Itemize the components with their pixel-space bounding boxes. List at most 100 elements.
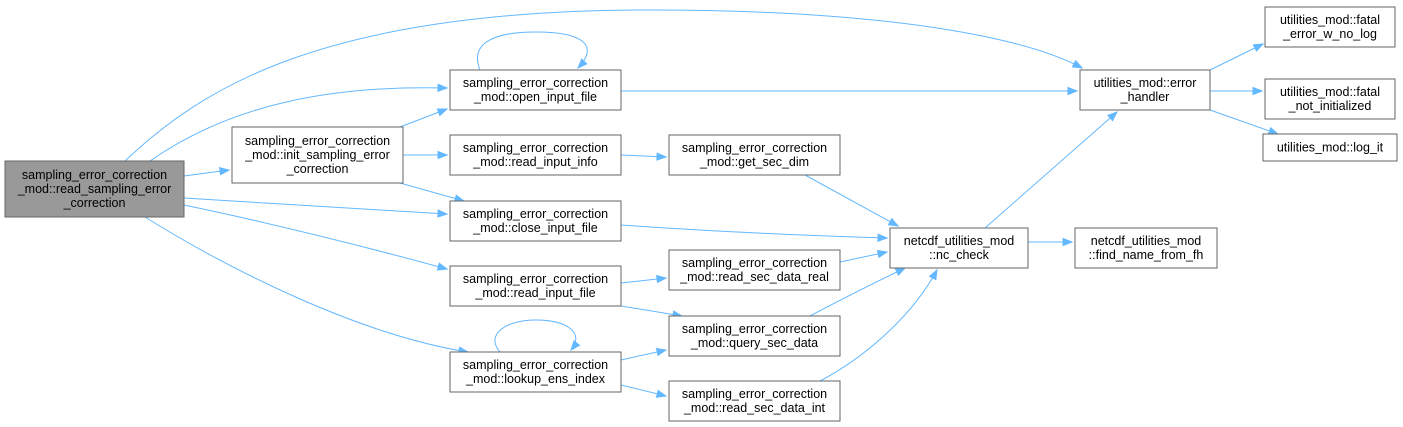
node-box	[449, 200, 622, 242]
arrowhead	[577, 58, 588, 69]
node-close-input-file[interactable]: sampling_error_correction_mod::close_inp…	[449, 200, 622, 242]
edge-line	[1209, 43, 1264, 71]
arrowhead	[876, 249, 889, 259]
node-nc-check[interactable]: netcdf_utilities_mod::nc_check	[889, 227, 1029, 269]
edge-line	[494, 319, 577, 353]
edge-lookup_ens_index-to-read_sec_data_int	[620, 384, 668, 398]
node-box	[668, 315, 841, 357]
node-open-input-file[interactable]: sampling_error_correction_mod::open_inpu…	[449, 69, 622, 111]
node-label-line: sampling_error_correction	[463, 141, 608, 155]
node-fatal-not-initialized[interactable]: utilities_mod::fatal_not_initialized	[1264, 78, 1396, 120]
arrowhead	[1252, 43, 1265, 52]
node-box	[1262, 133, 1398, 162]
edge-read_sampling_error_correction-to-close_input_file	[183, 197, 449, 218]
edge-line	[804, 174, 899, 227]
arrowhead	[1107, 111, 1119, 122]
edge-read_sec_data_int-to-nc_check	[819, 268, 938, 382]
node-label-line: utilities_mod::fatal	[1280, 85, 1380, 99]
edge-init_sampling_error_correction-to-close_input_file	[399, 182, 466, 203]
node-error-handler[interactable]: utilities_mod::error_handler	[1079, 69, 1211, 111]
node-init-sampling-error-correction[interactable]: sampling_error_correction_mod::init_samp…	[231, 126, 404, 184]
arrowhead	[437, 83, 449, 92]
edge-line	[819, 269, 938, 382]
node-box	[668, 380, 841, 422]
edge-line	[149, 87, 448, 162]
edge-error_handler-to-fatal_error_w_no_log	[1209, 43, 1265, 71]
node-label-line: sampling_error_correction	[463, 358, 608, 372]
edge-read_sec_data_real-to-nc_check	[839, 249, 889, 263]
node-label-line: netcdf_utilities_mod	[1091, 234, 1202, 248]
node-label-line: sampling_error_correction	[463, 76, 608, 90]
edge-read_sampling_error_correction-to-init_sampling_error_correction	[183, 167, 231, 177]
node-box	[449, 265, 622, 307]
node-query-sec-data[interactable]: sampling_error_correction_mod::query_sec…	[668, 315, 841, 357]
edge-line	[1209, 109, 1279, 135]
node-find-name-from-fh[interactable]: netcdf_utilities_mod::find_name_from_fh	[1074, 227, 1218, 269]
arrowhead	[436, 108, 449, 117]
node-lookup-ens-index[interactable]: sampling_error_correction_mod::lookup_en…	[449, 351, 622, 393]
nodes-layer: sampling_error_correction_mod::read_samp…	[4, 6, 1398, 422]
arrowhead	[655, 389, 668, 398]
edge-close_input_file-to-nc_check	[620, 224, 889, 242]
node-log-it[interactable]: utilities_mod::log_it	[1262, 133, 1398, 162]
edge-read_sampling_error_correction-to-read_input_file	[183, 204, 449, 271]
node-box	[1264, 78, 1396, 120]
node-label-line: utilities_mod::fatal	[1280, 13, 1380, 27]
node-label-line: sampling_error_correction	[682, 141, 827, 155]
node-label-line: sampling_error_correction	[22, 168, 167, 182]
node-label-line: _mod::read_input_info	[472, 155, 597, 169]
node-label-line: _not_initialized	[1288, 99, 1372, 113]
node-box	[668, 249, 841, 291]
edge-lookup_ens_index-to-lookup_ens_index	[494, 319, 581, 353]
edge-open_input_file-to-open_input_file	[477, 31, 588, 71]
node-box	[668, 134, 841, 176]
edge-init_sampling_error_correction-to-open_input_file	[399, 108, 449, 128]
edge-get_sec_dim-to-nc_check	[804, 174, 900, 227]
node-read-sampling-error-correction[interactable]: sampling_error_correction_mod::read_samp…	[4, 160, 185, 218]
node-box	[889, 227, 1029, 269]
edges-layer	[124, 9, 1280, 398]
node-label-line: _mod::open_input_file	[473, 90, 597, 104]
node-read-sec-data-real[interactable]: sampling_error_correction_mod::read_sec_…	[668, 249, 841, 291]
edge-nc_check-to-find_name_from_fh	[1028, 237, 1074, 247]
node-label-line: _mod::get_sec_dim	[699, 155, 809, 169]
arrowhead	[1067, 86, 1079, 96]
node-label-line: _handler	[1120, 90, 1170, 104]
edge-init_sampling_error_correction-to-read_input_info	[403, 150, 449, 160]
arrowhead	[1252, 86, 1264, 96]
node-get-sec-dim[interactable]: sampling_error_correction_mod::get_sec_d…	[668, 134, 841, 176]
edge-lookup_ens_index-to-query_sec_data	[620, 347, 668, 361]
node-fatal-error-w-no-log[interactable]: utilities_mod::fatal_error_w_no_log	[1264, 6, 1396, 48]
node-label-line: _mod::read_sec_data_int	[683, 401, 826, 415]
edge-line	[809, 267, 906, 317]
node-label-line: _mod::query_sec_data	[690, 336, 818, 350]
edge-error_handler-to-fatal_not_initialized	[1210, 86, 1264, 96]
node-read-sec-data-int[interactable]: sampling_error_correction_mod::read_sec_…	[668, 380, 841, 422]
node-read-input-file[interactable]: sampling_error_correction_mod::read_inpu…	[449, 265, 622, 307]
edge-read_input_info-to-get_sec_dim	[620, 152, 668, 161]
arrowhead	[894, 267, 907, 276]
node-label-line: utilities_mod::log_it	[1277, 141, 1384, 155]
node-label-line: ::find_name_from_fh	[1089, 248, 1204, 262]
node-box	[449, 351, 622, 393]
edge-line	[144, 216, 469, 353]
node-label-line: _mod::read_sec_data_real	[679, 270, 829, 284]
node-label-line: _mod::read_input_file	[474, 286, 595, 300]
node-box	[231, 126, 404, 184]
edge-read_sampling_error_correction-to-lookup_ens_index	[144, 216, 470, 355]
node-label-line: sampling_error_correction	[463, 272, 608, 286]
node-box	[1074, 227, 1218, 269]
node-label-line: utilities_mod::error	[1094, 76, 1197, 90]
node-label-line: ::nc_check	[929, 248, 990, 262]
arrowhead	[655, 347, 668, 357]
arrowhead	[887, 217, 900, 227]
edge-line	[183, 204, 448, 270]
node-label-line: _correction	[286, 162, 349, 176]
arrowhead	[1071, 59, 1084, 69]
node-box	[1264, 6, 1396, 48]
node-label-line: _mod::init_sampling_error	[244, 148, 390, 162]
node-read-input-info[interactable]: sampling_error_correction_mod::read_inpu…	[449, 134, 622, 176]
node-label-line: sampling_error_correction	[682, 387, 827, 401]
edge-read_input_file-to-read_sec_data_real	[620, 274, 668, 284]
